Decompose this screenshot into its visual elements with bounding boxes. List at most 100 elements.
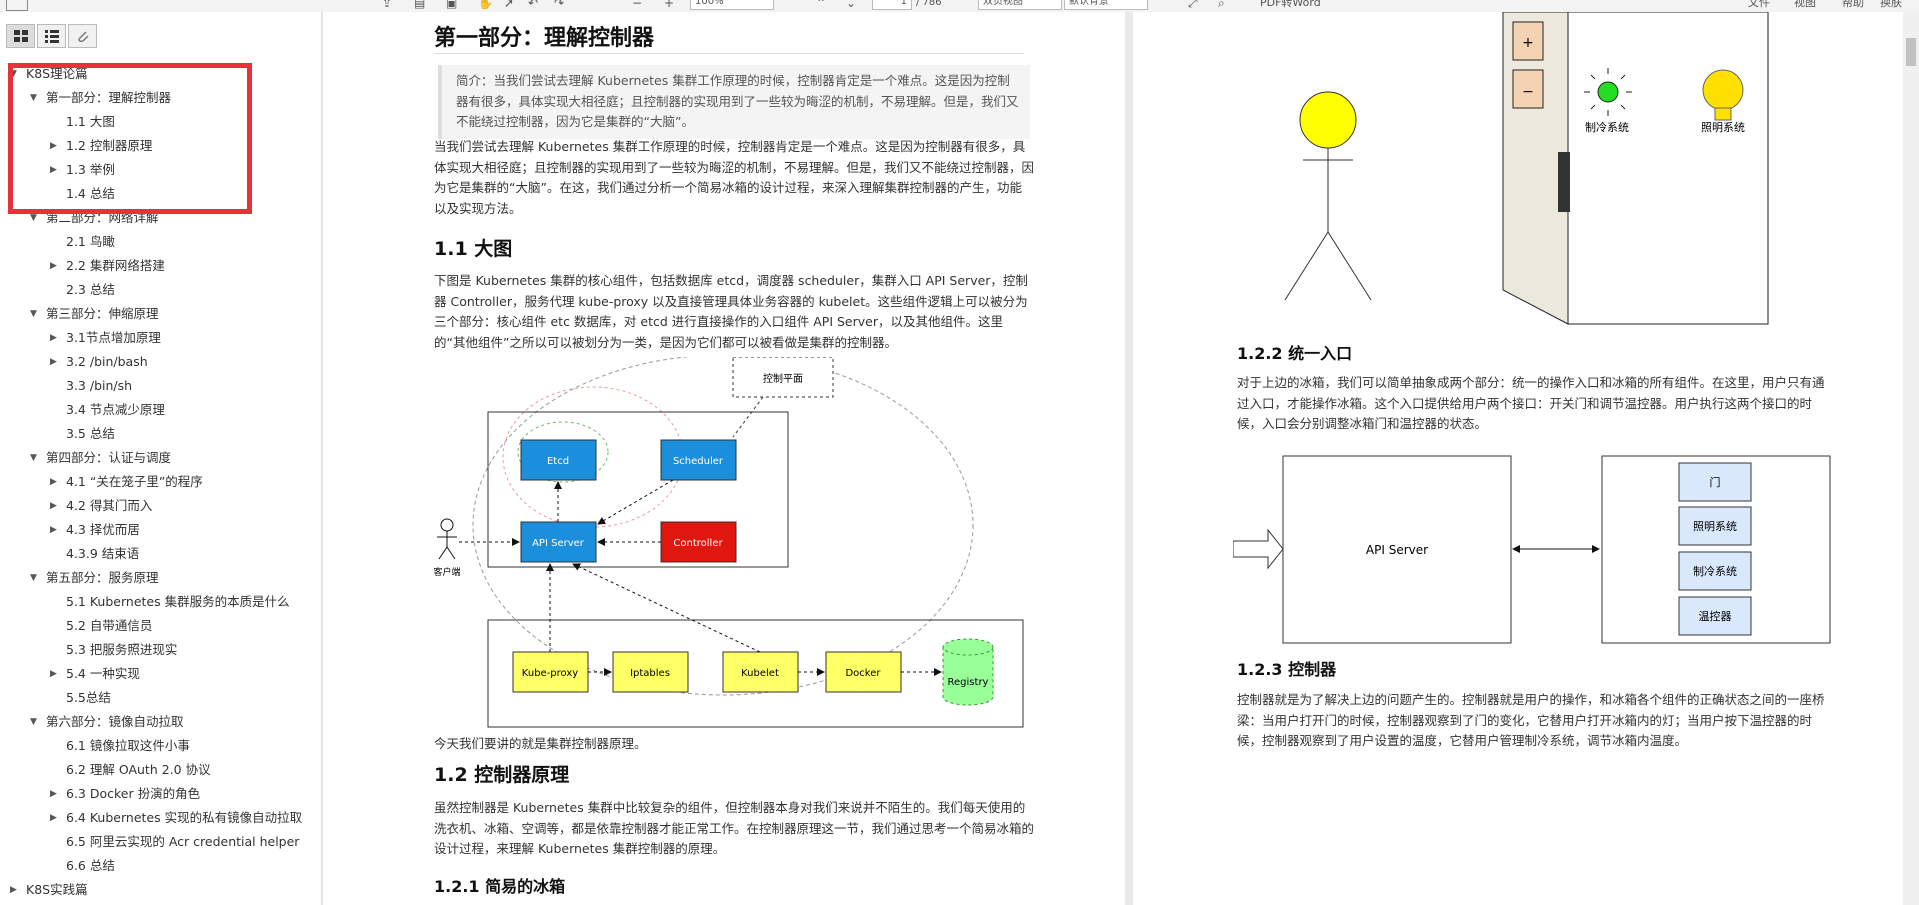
outline-item-label: 1.4 总结 [66,186,115,201]
vertical-scrollbar[interactable] [1903,12,1919,905]
expand-right-icon[interactable]: ▶ [50,141,57,151]
zoom-input[interactable]: 100% [690,0,774,10]
outline-item[interactable]: ▶6.4 Kubernetes 实现的私有镜像自动拉取 [0,806,322,830]
expand-down-icon[interactable]: ▼ [30,573,37,583]
menu-help[interactable]: 帮助 [1842,0,1864,9]
outline-item[interactable]: ▶2.2 集群网络搭建 [0,254,322,278]
outline-item[interactable]: 5.5总结 [0,686,322,710]
search-icon[interactable]: ⌕ [1218,0,1225,10]
background-select[interactable]: 默认背景 [1064,0,1148,10]
zoom-in-icon[interactable]: + [664,0,675,10]
outline-tab[interactable] [37,24,66,48]
outline-item[interactable]: 2.3 总结 [0,278,322,302]
client-label: 客户端 [433,566,460,578]
menu-skin[interactable]: 换肤 [1880,0,1902,9]
outline-item[interactable]: ▶1.3 举例 [0,158,322,182]
prev-page-icon[interactable]: ⌃ [816,0,827,10]
select-tool-icon[interactable]: ➚ [504,0,515,10]
outline-item[interactable]: ▼ K8S理论篇 [0,62,322,86]
heading-1-2: 1.2 控制器原理 [434,764,570,786]
outline-item[interactable]: 4.3.9 结束语 [0,542,322,566]
thumbnails-tab[interactable] [6,24,35,48]
view-mode-select[interactable]: 双页视图 [978,0,1062,10]
outline-item[interactable]: ▼第六部分：镜像自动拉取 [0,710,322,734]
outline-item[interactable]: ▶K8S实践篇 [0,878,322,902]
outline-item[interactable]: ▶ 4.2 得其门而入 [0,494,322,518]
expand-right-icon[interactable]: ▶ [50,501,57,511]
control-plane-label: 控制平面 [763,372,803,385]
expand-right-icon[interactable]: ▶ [50,261,57,271]
expand-right-icon[interactable]: ▶ [50,813,57,823]
expand-right-icon[interactable]: ▶ [50,357,57,367]
scrollbar-thumb[interactable] [1906,38,1916,66]
page-right: + − 制冷系统 照明系统 1.2.2 统一入口 [1133,12,1903,905]
outline-item[interactable]: ▼ 第四部分：认证与调度 [0,446,322,470]
attachments-tab[interactable] [68,24,97,48]
outline-item[interactable]: ▶3.1节点增加原理 [0,326,322,350]
outline-item[interactable]: 1.1 大图 [0,110,322,134]
outline-item-label: 5.1 Kubernetes 集群服务的本质是什么 [66,594,290,609]
expand-right-icon[interactable]: ▶ [50,165,57,175]
expand-right-icon[interactable]: ▶ [50,789,57,799]
expand-right-icon[interactable]: ▶ [10,885,17,895]
note-pointer [732,396,764,438]
expand-down-icon[interactable]: ▼ [10,69,17,79]
expand-down-icon[interactable]: ▼ [30,717,37,727]
outline-item-label: 4.2 得其门而入 [66,498,153,513]
sidebar-toggle-icon[interactable] [6,0,28,11]
outline-item[interactable]: ▶4.3 择优而居 [0,518,322,542]
outline-item[interactable]: 5.2 自带通信员 [0,614,322,638]
outline-item[interactable]: ▼第五部分：服务原理 [0,566,322,590]
lightbulb-icon [1702,69,1744,121]
outline-item[interactable]: ▶3.2 /bin/bash [0,350,322,374]
expand-down-icon[interactable]: ▼ [30,213,37,223]
expand-right-icon[interactable]: ▶ [50,477,57,487]
pdf-to-word-button[interactable]: PDF转Word [1260,0,1321,9]
outline-item[interactable]: 6.1 镜像拉取这件小事 [0,734,322,758]
next-page-icon[interactable]: ⌄ [846,0,857,10]
expand-down-icon[interactable]: ▼ [30,93,37,103]
outline-item[interactable]: 6.6 总结 [0,854,322,878]
zoom-out-icon[interactable]: − [632,0,643,10]
undo-icon[interactable]: ↶ [528,0,539,10]
outline-item[interactable]: ▶ 1.2 控制器原理 [0,134,322,158]
menu-view[interactable]: 视图 [1794,0,1816,9]
kubelet-box [722,651,799,693]
outline-item[interactable]: 2.1 鸟瞰 [0,230,322,254]
page-number-input[interactable]: 1 [872,0,912,10]
outline-item[interactable]: 5.1 Kubernetes 集群服务的本质是什么 [0,590,322,614]
menu-file[interactable]: 文件 [1748,0,1770,9]
outline-item[interactable]: 5.3 把服务照进现实 [0,638,322,662]
expand-right-icon[interactable]: ▶ [50,525,57,535]
save-icon[interactable]: ▣ [446,0,458,10]
outline-item[interactable]: 3.5 总结 [0,422,322,446]
outline-item-label: 1.2 控制器原理 [66,138,153,153]
list-icon [44,30,59,43]
outline-item[interactable]: 3.4 节点减少原理 [0,398,322,422]
outline-item-label: K8S理论篇 [26,66,88,81]
outline-item[interactable]: ▼第三部分：伸缩原理 [0,302,322,326]
outline-item[interactable]: 3.3 /bin/sh [0,374,322,398]
k8s-architecture-diagram: 控制平面 Etcd Scheduler API Server Controlle… [433,357,1024,728]
outline-item[interactable]: ▼第一部分：理解控制器 [0,86,322,110]
expand-right-icon[interactable]: ▶ [50,333,57,343]
export-icon[interactable]: ⇪ [382,0,393,10]
outline-item[interactable]: ▶5.4 一种实现 [0,662,322,686]
grid-icon [13,30,28,42]
svg-text:+: + [1522,35,1534,51]
outline-item-label: 6.2 理解 OAuth 2.0 协议 [66,762,211,777]
outline-item[interactable]: ▶4.1 “关在笼子里”的程序 [0,470,322,494]
hand-tool-icon[interactable]: ✋ [478,0,493,10]
outline-item[interactable]: 6.2 理解 OAuth 2.0 协议 [0,758,322,782]
fullscreen-icon[interactable]: ⤢ [1188,0,1198,10]
expand-down-icon[interactable]: ▼ [30,453,37,463]
expand-right-icon[interactable]: ▶ [50,669,57,679]
expand-down-icon[interactable]: ▼ [30,309,37,319]
redo-icon[interactable]: ↷ [554,0,565,10]
print-icon[interactable]: ▤ [414,0,426,10]
outline-item[interactable]: 1.4 总结 [0,182,322,206]
outline-item[interactable]: 6.5 阿里云实现的 Acr credential helper [0,830,322,854]
outline-item-label: 第四部分：认证与调度 [46,450,172,465]
outline-item[interactable]: ▶6.3 Docker 扮演的角色 [0,782,322,806]
outline-item-label: 6.5 阿里云实现的 Acr credential helper [66,834,300,849]
